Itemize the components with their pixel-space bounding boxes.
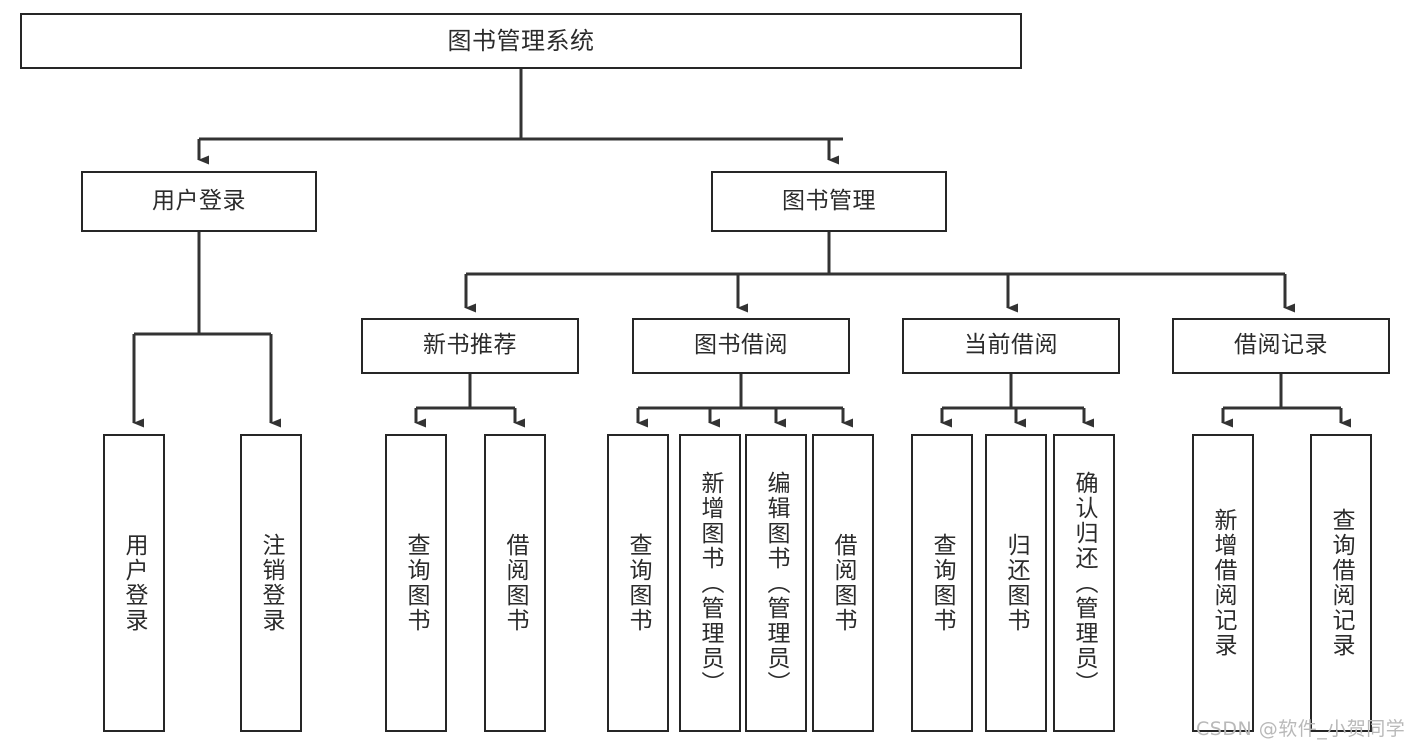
- node-leaf-query-borrow-record-label: 查询借阅记录: [1328, 508, 1355, 658]
- node-leaf-add-borrow-record-label: 新增借阅记录: [1210, 508, 1237, 658]
- node-leaf-confirm-return-admin-label: 确认归还（管理员）: [1071, 470, 1098, 696]
- node-leaf-user-logout-label: 注销登录: [258, 533, 285, 633]
- node-leaf-return-book[interactable]: 归还图书: [985, 434, 1047, 732]
- node-leaf-query-book-new[interactable]: 查询图书: [385, 434, 447, 732]
- node-leaf-query-book-borrow-label: 查询图书: [625, 533, 652, 633]
- node-leaf-query-borrow-record[interactable]: 查询借阅记录: [1310, 434, 1372, 732]
- node-leaf-confirm-return-admin[interactable]: 确认归还（管理员）: [1053, 434, 1115, 732]
- node-root-label: 图书管理系统: [447, 26, 595, 55]
- node-leaf-user-logout[interactable]: 注销登录: [240, 434, 302, 732]
- node-borrow-record-label: 借阅记录: [1234, 332, 1328, 359]
- node-book-manage[interactable]: 图书管理: [711, 171, 947, 232]
- node-leaf-edit-book-admin-label: 编辑图书（管理员）: [763, 470, 790, 696]
- node-leaf-add-book-admin[interactable]: 新增图书（管理员）: [679, 434, 741, 732]
- node-leaf-edit-book-admin[interactable]: 编辑图书（管理员）: [745, 434, 807, 732]
- node-leaf-user-login[interactable]: 用户登录: [103, 434, 165, 732]
- node-borrow-record[interactable]: 借阅记录: [1172, 318, 1390, 374]
- node-user-login-label: 用户登录: [152, 187, 246, 214]
- node-new-book-recommend[interactable]: 新书推荐: [361, 318, 579, 374]
- watermark-text: CSDN @软件_小贺同学: [1196, 718, 1405, 740]
- node-leaf-add-book-admin-label: 新增图书（管理员）: [697, 470, 724, 696]
- node-root-system[interactable]: 图书管理系统: [20, 13, 1022, 69]
- node-leaf-borrow-book-label: 借阅图书: [830, 533, 857, 633]
- node-leaf-add-borrow-record[interactable]: 新增借阅记录: [1192, 434, 1254, 732]
- node-leaf-borrow-book-new-label: 借阅图书: [502, 533, 529, 633]
- node-leaf-query-book-new-label: 查询图书: [403, 533, 430, 633]
- node-current-borrow-label: 当前借阅: [964, 332, 1058, 359]
- node-leaf-borrow-book-new[interactable]: 借阅图书: [484, 434, 546, 732]
- node-book-borrow-label: 图书借阅: [694, 332, 788, 359]
- node-new-book-recommend-label: 新书推荐: [423, 332, 517, 359]
- node-leaf-query-book-borrow[interactable]: 查询图书: [607, 434, 669, 732]
- node-book-manage-label: 图书管理: [782, 187, 876, 214]
- node-book-borrow[interactable]: 图书借阅: [632, 318, 850, 374]
- node-user-login[interactable]: 用户登录: [81, 171, 317, 232]
- node-leaf-return-book-label: 归还图书: [1003, 533, 1030, 633]
- node-leaf-query-book-current[interactable]: 查询图书: [911, 434, 973, 732]
- node-leaf-query-book-current-label: 查询图书: [929, 533, 956, 633]
- node-leaf-user-login-label: 用户登录: [121, 533, 148, 633]
- node-leaf-borrow-book[interactable]: 借阅图书: [812, 434, 874, 732]
- node-current-borrow[interactable]: 当前借阅: [902, 318, 1120, 374]
